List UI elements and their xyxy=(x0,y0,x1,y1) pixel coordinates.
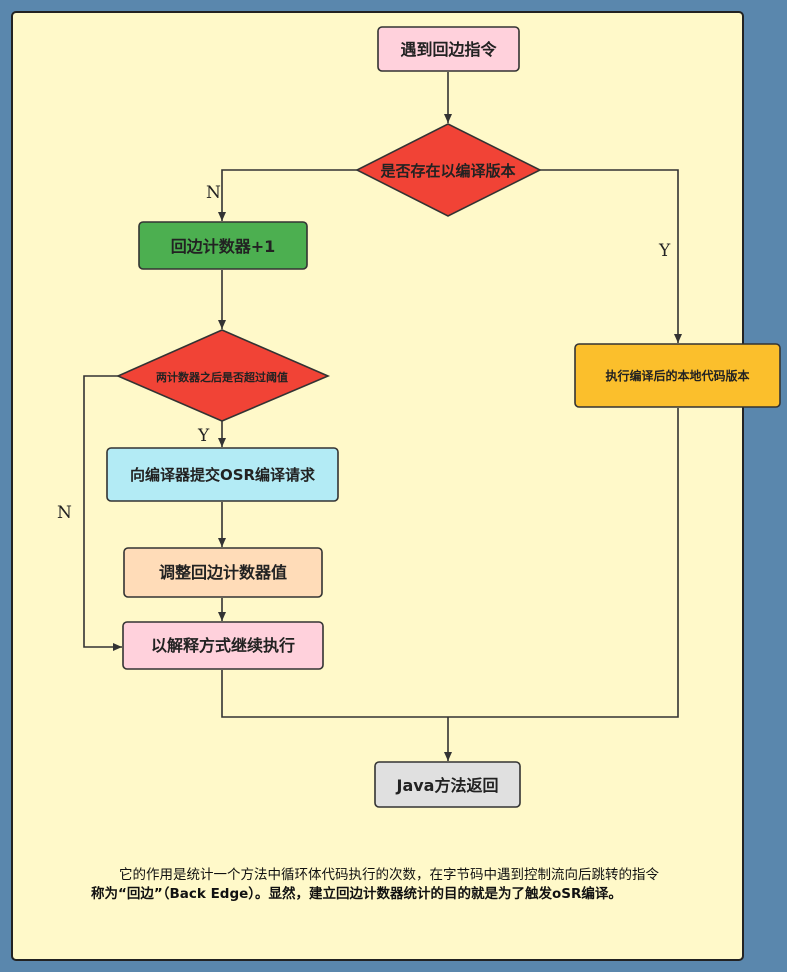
edge-continue-to-merge xyxy=(221,670,448,718)
node-submit-osr-label: 向编译器提交OSR编译请求 xyxy=(130,466,316,484)
node-return: Java方法返回 xyxy=(374,761,521,808)
node-execute-native-label: 执行编译后的本地代码版本 xyxy=(605,368,749,383)
caption-line-1: 它的作用是统计一个方法中循环体代码执行的次数，在字节码中遇到控制流向后跳转的指令 xyxy=(119,867,659,883)
edge-check-yes xyxy=(540,169,682,343)
caption: 它的作用是统计一个方法中循环体代码执行的次数，在字节码中遇到控制流向后跳转的指令… xyxy=(91,866,756,904)
edge-check-no xyxy=(218,169,358,221)
decision-compiled-exists-label: 是否存在以编译版本 xyxy=(379,162,515,180)
decision-threshold: 两计数器之后是否超过阈值 xyxy=(116,329,331,422)
node-return-label: Java方法返回 xyxy=(396,776,499,795)
node-start-label: 遇到回边指令 xyxy=(400,40,497,59)
node-execute-native: 执行编译后的本地代码版本 xyxy=(574,343,781,408)
node-increment-counter-label: 回边计数器+1 xyxy=(171,237,276,256)
decision-compiled-exists: 是否存在以编译版本 xyxy=(355,123,542,217)
node-continue-interpret: 以解释方式继续执行 xyxy=(122,621,324,670)
node-submit-osr: 向编译器提交OSR编译请求 xyxy=(106,447,339,502)
edge-label-threshold-yes: Y xyxy=(197,426,210,446)
decision-threshold-label: 两计数器之后是否超过阈值 xyxy=(156,370,288,384)
edge-label-compiled-yes: Y xyxy=(658,241,671,261)
node-increment-counter: 回边计数器+1 xyxy=(138,221,308,270)
caption-line-2: 称为“回边”（Back Edge）。显然，建立回边计数器统计的目的就是为了触发o… xyxy=(91,886,622,902)
node-adjust-counter-label: 调整回边计数器值 xyxy=(159,563,287,582)
edge-label-threshold-no: N xyxy=(57,503,72,523)
edge-label-compiled-no: N xyxy=(206,183,221,203)
node-adjust-counter: 调整回边计数器值 xyxy=(123,547,323,598)
edge-threshold-no xyxy=(83,375,122,651)
edge-native-to-merge xyxy=(448,408,679,718)
node-continue-interpret-label: 以解释方式继续执行 xyxy=(151,636,295,655)
node-start: 遇到回边指令 xyxy=(377,26,520,72)
